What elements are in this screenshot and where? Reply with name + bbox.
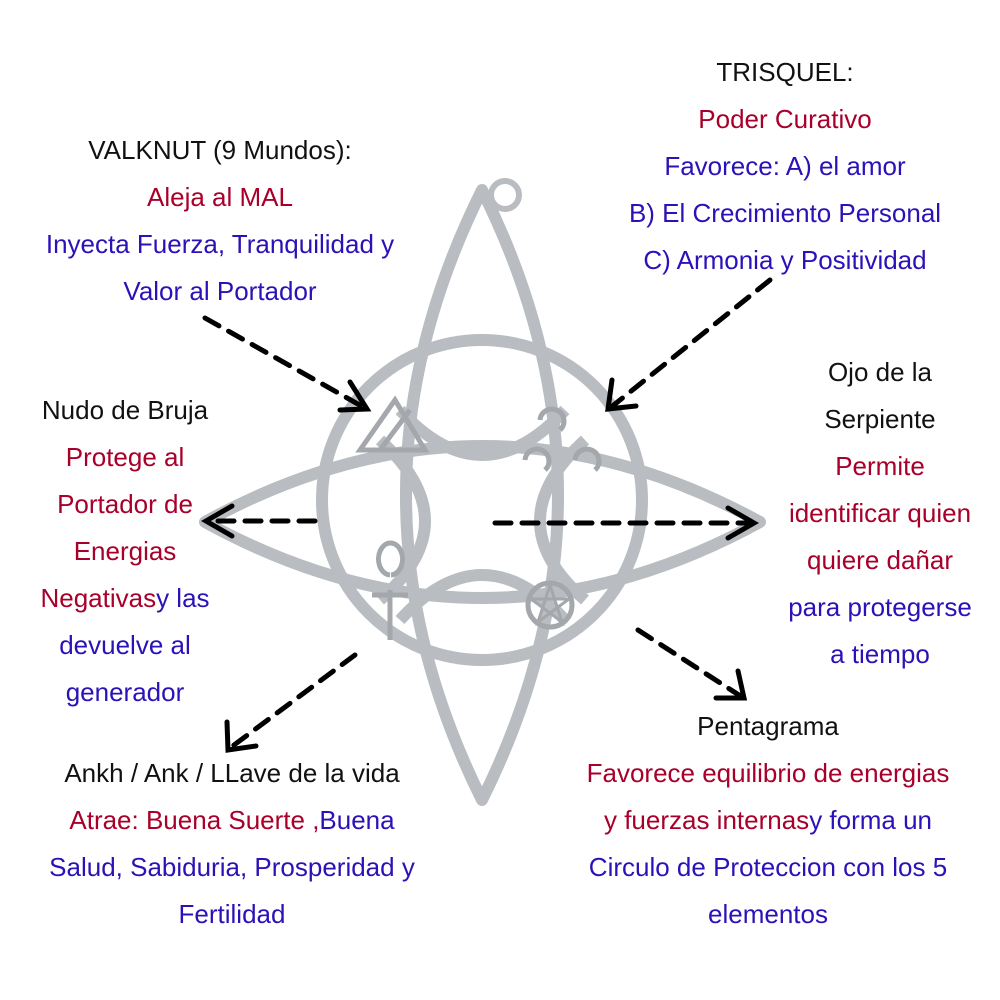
pentagrama-title: Pentagrama xyxy=(697,711,839,741)
ojo-title: Ojo de la xyxy=(827,357,933,387)
horizontal-vesica xyxy=(199,440,766,604)
valknut-line: Valor al Portador xyxy=(123,276,317,306)
pentagrama-line: Favorece equilibrio de energias xyxy=(586,758,950,788)
nudo-line: devuelve al xyxy=(59,630,191,660)
nudo-line-blue: y las xyxy=(156,583,210,613)
valknut-line: Inyecta Fuerza, Tranquilidad y xyxy=(45,229,395,259)
ankh-symbol-icon xyxy=(372,540,408,640)
ojo-line: Permite xyxy=(835,451,925,481)
pentagrama-line-red: y fuerzas internas xyxy=(603,805,810,835)
trisquel-label: TRISQUEL: Poder Curativo Favorece: A) el… xyxy=(585,49,985,284)
nudo-title: Nudo de Bruja xyxy=(41,395,209,425)
ankh-label: Ankh / Ank / LLave de la vida Atrae: Bue… xyxy=(0,750,464,938)
vertical-vesica xyxy=(400,184,564,806)
triskele-symbol-icon xyxy=(522,406,602,472)
pendant-ring xyxy=(316,334,648,666)
pentagrama-line-blue: y forma un xyxy=(809,805,933,835)
pentagrama-line: elementos xyxy=(708,899,828,929)
ojo-label: Ojo de la Serpiente Permite identificar … xyxy=(760,349,1000,678)
ankh-line-blue: Buena xyxy=(319,805,395,835)
ojo-line: a tiempo xyxy=(830,639,930,669)
pentagrama-line: Circulo de Proteccion con los 5 xyxy=(588,852,948,882)
nudo-line: Protege al xyxy=(65,442,185,472)
pentagrama-label: Pentagrama Favorece equilibrio de energi… xyxy=(536,703,1000,938)
trisquel-title: TRISQUEL: xyxy=(716,57,854,87)
valknut-symbol-icon xyxy=(355,395,430,453)
inner-knot xyxy=(375,405,590,625)
valknut-line: Aleja al MAL xyxy=(147,182,293,212)
arrow-pentagrama xyxy=(635,627,748,701)
ankh-line-red: Atrae: Buena Suerte , xyxy=(69,805,320,835)
trisquel-line: B) El Crecimiento Personal xyxy=(628,198,942,228)
ankh-title: Ankh / Ank / LLave de la vida xyxy=(64,758,400,788)
nudo-line: Energias xyxy=(73,536,177,566)
pentagram-star-icon xyxy=(526,580,574,627)
ojo-line: para protegerse xyxy=(788,592,972,622)
valknut-title: VALKNUT (9 Mundos): xyxy=(88,135,352,165)
arrow-nudo xyxy=(200,503,318,539)
nudo-label: Nudo de Bruja Protege al Portador de Ene… xyxy=(0,387,250,716)
arrow-valknut xyxy=(202,315,372,413)
nudo-line-red: Negativas xyxy=(40,583,157,613)
ankh-line: Fertilidad xyxy=(178,899,286,929)
ojo-title: Serpiente xyxy=(824,404,936,434)
ankh-line: Salud, Sabiduria, Prosperidad y xyxy=(49,852,415,882)
trisquel-line: Poder Curativo xyxy=(698,104,872,134)
arrow-ankh xyxy=(224,652,358,753)
trisquel-line: C) Armonia y Positividad xyxy=(643,245,927,275)
ojo-line: identificar quien xyxy=(788,498,972,528)
valknut-label: VALKNUT (9 Mundos): Aleja al MAL Inyecta… xyxy=(0,127,440,315)
nudo-line: generador xyxy=(65,677,185,707)
arrow-trisquel xyxy=(605,277,773,412)
ojo-line: quiere dañar xyxy=(807,545,953,575)
arrow-ojo xyxy=(492,505,760,541)
bail-loop xyxy=(488,178,522,212)
nudo-line: Portador de xyxy=(57,489,193,519)
trisquel-line: Favorece: A) el amor xyxy=(664,151,906,181)
